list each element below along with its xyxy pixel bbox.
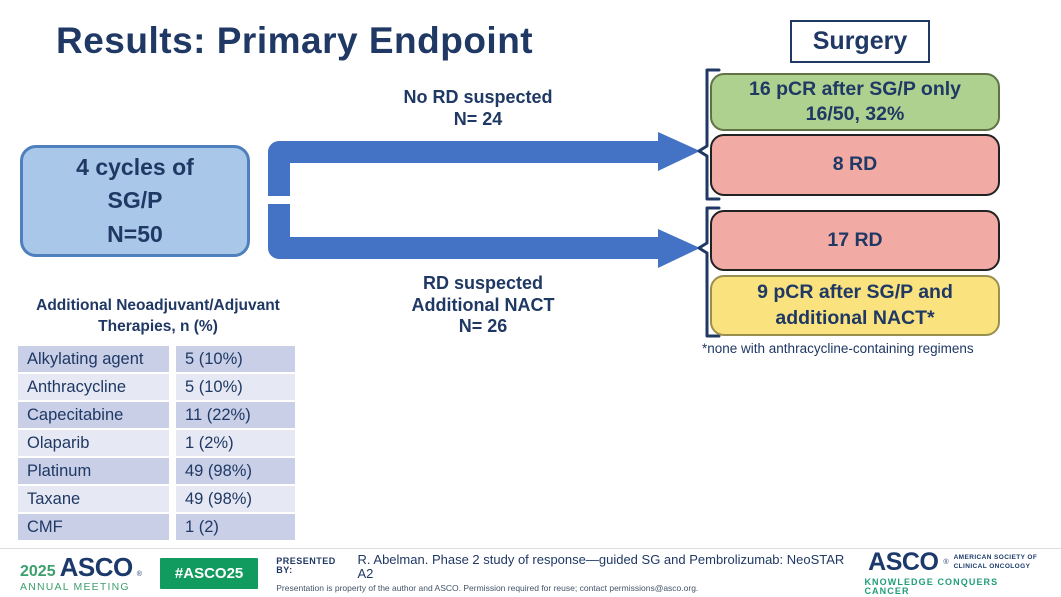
top-arrow-head xyxy=(658,132,700,171)
presented-by-block: PRESENTED BY: R. Abelman. Phase 2 study … xyxy=(276,551,846,594)
outcome-pcr-additional-nact: 9 pCR after SG/P and additional NACT* xyxy=(710,275,1000,336)
source-box-sgp: 4 cycles of SG/P N=50 xyxy=(20,145,250,257)
society-name: AMERICAN SOCIETY OF CLINICAL ONCOLOGY xyxy=(953,554,1038,570)
bottom-arrow-shaft xyxy=(268,204,660,259)
outcome-8-rd: 8 RD xyxy=(710,134,1000,196)
asco-society-logo: ASCO ® AMERICAN SOCIETY OF CLINICAL ONCO… xyxy=(864,550,1041,596)
top-arrow-shaft xyxy=(268,141,660,196)
therapy-name: Alkylating agent xyxy=(18,346,169,372)
registered-mark: ® xyxy=(136,570,142,578)
outcome-pcr-sgp-only: 16 pCR after SG/P only 16/50, 32% xyxy=(710,73,1000,131)
top-path-label: No RD suspected N= 24 xyxy=(403,87,553,129)
registered-mark: ® xyxy=(943,559,949,566)
therapy-count: 5 (10%) xyxy=(176,346,295,372)
table-row: Anthracycline 5 (10%) xyxy=(18,374,295,400)
therapy-count: 5 (10%) xyxy=(176,374,295,400)
table-row: CMF 1 (2) xyxy=(18,514,295,540)
surgery-label: Surgery xyxy=(812,27,908,55)
asco-tagline: KNOWLEDGE CONQUERS CANCER xyxy=(864,577,999,596)
bottom-arrow-head xyxy=(658,229,700,268)
therapies-table-title: Additional Neoadjuvant/Adjuvant Therapie… xyxy=(36,297,280,335)
asco-annual-meeting-logo: 2025 ASCO ® ANNUAL MEETING xyxy=(20,554,142,593)
column-gap xyxy=(169,458,176,484)
column-gap xyxy=(169,402,176,428)
table-row: Alkylating agent 5 (10%) xyxy=(18,346,295,372)
meeting-year: 2025 xyxy=(20,562,56,580)
table-row: Taxane 49 (98%) xyxy=(18,486,295,512)
asco-wordmark: ASCO xyxy=(59,551,134,582)
table-row: Platinum 49 (98%) xyxy=(18,458,295,484)
column-gap xyxy=(169,430,176,456)
therapy-count: 1 (2) xyxy=(176,514,295,540)
bottom-path-label: RD suspected Additional NACT N= 26 xyxy=(411,273,555,337)
hashtag-badge: #ASCO25 xyxy=(159,557,259,589)
therapy-name: CMF xyxy=(18,514,169,540)
table-row: Capecitabine 11 (22%) xyxy=(18,402,295,428)
asco-wordmark: ASCO xyxy=(868,548,939,576)
surgery-header-box: Surgery xyxy=(790,20,930,63)
therapy-count: 11 (22%) xyxy=(176,402,295,428)
column-gap xyxy=(169,514,176,540)
annual-meeting-label: ANNUAL MEETING xyxy=(20,580,130,593)
therapy-count: 49 (98%) xyxy=(176,486,295,512)
therapy-count: 1 (2%) xyxy=(176,430,295,456)
table-row: Olaparib 1 (2%) xyxy=(18,430,295,456)
anthracycline-footnote: *none with anthracycline-containing regi… xyxy=(702,341,974,356)
therapy-name: Olaparib xyxy=(18,430,169,456)
therapies-table: Alkylating agent 5 (10%) Anthracycline 5 (… xyxy=(18,346,295,542)
column-gap xyxy=(169,374,176,400)
therapy-name: Platinum xyxy=(18,458,169,484)
therapy-name: Capecitabine xyxy=(18,402,169,428)
therapy-name: Anthracycline xyxy=(18,374,169,400)
permission-disclaimer: Presentation is property of the author a… xyxy=(276,583,699,594)
presented-by-label: PRESENTED BY: xyxy=(276,555,336,576)
slide-footer: 2025 ASCO ® ANNUAL MEETING #ASCO25 PRESE… xyxy=(0,548,1061,597)
column-gap xyxy=(169,486,176,512)
slide-title: Results: Primary Endpoint xyxy=(56,20,534,61)
outcome-17-rd: 17 RD xyxy=(710,210,1000,271)
presenter-and-title: R. Abelman. Phase 2 study of response—gu… xyxy=(357,551,845,581)
therapy-count: 49 (98%) xyxy=(176,458,295,484)
therapy-name: Taxane xyxy=(18,486,169,512)
column-gap xyxy=(169,346,176,372)
